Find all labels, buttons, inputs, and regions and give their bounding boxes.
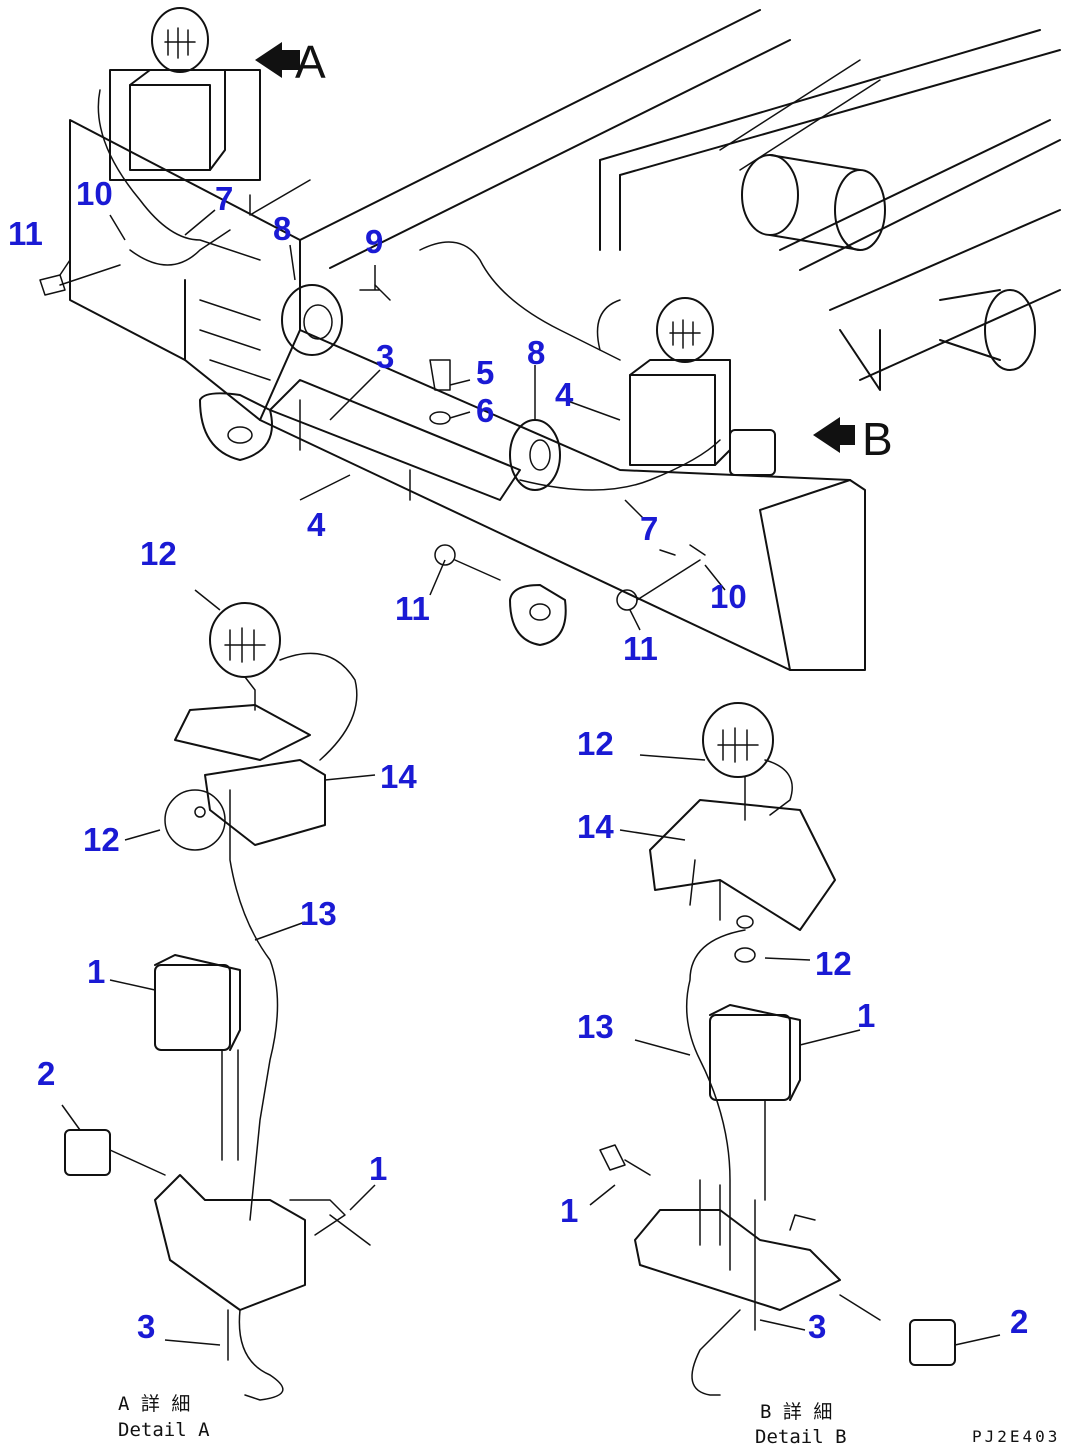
callout-4: 4 bbox=[555, 376, 574, 413]
callout-1: 1 bbox=[857, 997, 875, 1034]
detail-a-caption-en: Detail A bbox=[118, 1419, 210, 1441]
detail-b-caption-jp: B 詳 細 bbox=[760, 1401, 832, 1423]
view-marker-b: B bbox=[862, 413, 893, 465]
callout-11: 11 bbox=[395, 590, 430, 627]
callout-2: 2 bbox=[37, 1055, 55, 1092]
callout-8: 8 bbox=[527, 334, 545, 371]
callout-3: 3 bbox=[808, 1308, 826, 1345]
callout-5: 5 bbox=[476, 354, 494, 391]
callout-1: 1 bbox=[87, 953, 105, 990]
callout-10: 10 bbox=[710, 578, 747, 615]
callout-1: 1 bbox=[560, 1192, 578, 1229]
callout-14: 14 bbox=[577, 808, 614, 845]
callout-13: 13 bbox=[577, 1008, 614, 1045]
detail-a-callouts: 12 14 12 13 1 2 1 3 bbox=[37, 535, 417, 1345]
frame-assembly bbox=[39, 7, 1061, 671]
detail-b-callouts: 12 14 12 13 1 1 2 3 bbox=[560, 725, 1028, 1345]
main-callouts: 11 10 7 8 9 3 5 6 8 4 4 7 11 10 11 bbox=[8, 175, 747, 667]
callout-12: 12 bbox=[815, 945, 852, 982]
callout-10: 10 bbox=[76, 175, 113, 212]
callout-12: 12 bbox=[140, 535, 177, 572]
callout-2: 2 bbox=[1010, 1303, 1028, 1340]
detail-b bbox=[599, 702, 956, 1396]
callout-11: 11 bbox=[8, 215, 43, 252]
callout-7: 7 bbox=[640, 510, 658, 547]
detail-a bbox=[64, 602, 371, 1401]
detail-a-caption-jp: A 詳 細 bbox=[118, 1393, 190, 1415]
view-arrow-b: B bbox=[813, 413, 893, 465]
callout-7: 7 bbox=[215, 180, 233, 217]
callout-12: 12 bbox=[577, 725, 614, 762]
callout-1: 1 bbox=[369, 1150, 387, 1187]
callout-14: 14 bbox=[380, 758, 417, 795]
callout-3: 3 bbox=[137, 1308, 155, 1345]
figure-code: PJ2E403 bbox=[972, 1427, 1060, 1446]
callout-4: 4 bbox=[307, 506, 326, 543]
callout-3: 3 bbox=[376, 338, 394, 375]
callout-11: 11 bbox=[623, 630, 658, 667]
callout-12: 12 bbox=[83, 821, 120, 858]
detail-b-caption-en: Detail B bbox=[755, 1426, 847, 1448]
callout-13: 13 bbox=[300, 895, 337, 932]
callout-9: 9 bbox=[365, 223, 383, 260]
callout-6: 6 bbox=[476, 392, 494, 429]
view-arrow-a: A bbox=[255, 36, 326, 88]
view-marker-a: A bbox=[295, 36, 326, 88]
callout-8: 8 bbox=[273, 210, 291, 247]
